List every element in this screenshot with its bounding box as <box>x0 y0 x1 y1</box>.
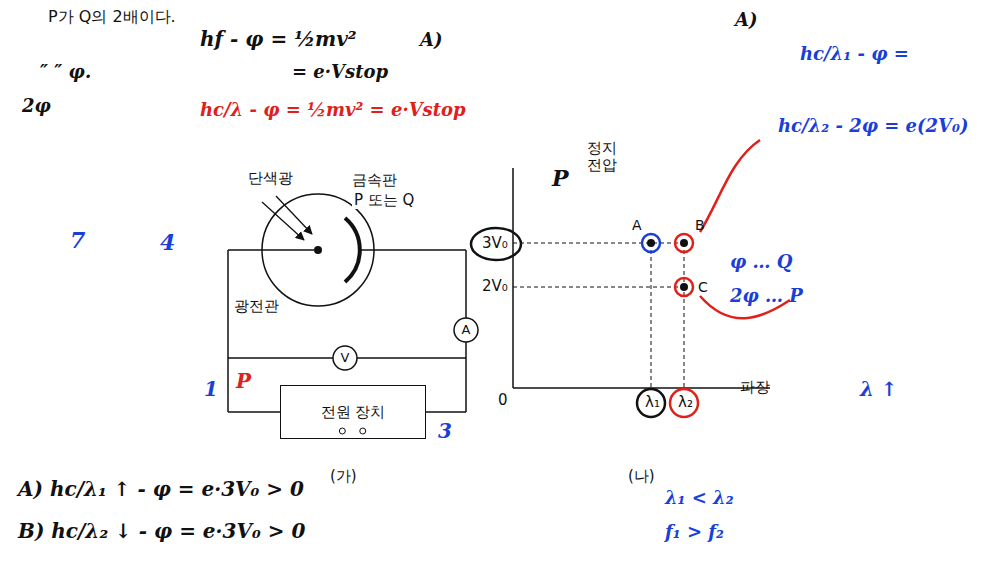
handwritten-note: hc/λ₁ - φ = <box>800 44 909 65</box>
part-label: P 또는 Q <box>352 192 416 209</box>
handwritten-note: ″ ″ φ. <box>40 62 91 83</box>
handwritten-note: 7 <box>70 228 85 253</box>
phototube <box>262 194 374 306</box>
tick-label: 3V₀ <box>482 235 508 252</box>
figure-label: (가) <box>330 468 357 485</box>
figure-label: (나) <box>628 468 655 485</box>
electrode <box>314 246 322 254</box>
part-label: 단색광 <box>248 170 293 187</box>
guide-line <box>513 243 684 388</box>
handwritten-note: = e·Vstop <box>292 62 388 83</box>
handwritten-note: hf - φ = ½mv² <box>200 28 357 51</box>
handwritten-circle <box>471 228 698 417</box>
handwritten-note: A) <box>420 30 442 51</box>
problem-text: P가 Q의 2배이다. <box>48 8 176 26</box>
handwritten-note: A) hc/λ₁ ↑ - φ = e·3V₀ > 0 <box>18 478 304 501</box>
handwritten-note: λ ↑ <box>860 378 898 401</box>
handwritten-note: hc/λ - φ = ½mv² = e·Vstop <box>200 100 466 121</box>
tick-label: 2V₀ <box>482 278 508 295</box>
power-supply-box: 전원 장치 <box>280 385 426 439</box>
handwritten-note: A) <box>735 10 757 31</box>
axis-title: 파장 <box>740 379 770 396</box>
point-label: B <box>695 217 705 233</box>
point-label: C <box>698 279 708 295</box>
handwritten-note: λ₁ < λ₂ <box>665 488 734 509</box>
graph-axis <box>513 168 770 388</box>
tick-label: λ₁ <box>645 394 660 411</box>
handwritten-note: hc/λ₂ - 2φ = e(2V₀) <box>778 116 968 137</box>
part-label: 금속판 <box>352 172 397 189</box>
part-label: 광전관 <box>234 298 279 315</box>
meter-letter: V <box>341 351 350 365</box>
handwritten-note: 2φ … P <box>730 286 803 307</box>
data-point <box>647 239 688 291</box>
light-ray <box>262 202 304 240</box>
handwritten-note: B) hc/λ₂ ↓ - φ = e·3V₀ > 0 <box>18 520 305 543</box>
handwritten-note: 3 <box>438 420 452 443</box>
handwritten-note: f₁ > f₂ <box>665 522 724 543</box>
ammeter-symbol: A <box>453 317 479 343</box>
handwritten-note: φ … Q <box>730 252 793 273</box>
handwritten-note: 1 <box>204 378 218 401</box>
electrode-wire <box>262 249 314 251</box>
handwritten-note: 4 <box>160 230 175 255</box>
voltmeter-symbol: V <box>332 345 358 371</box>
tick-label: λ₂ <box>678 394 693 411</box>
tick-label: 0 <box>498 392 508 409</box>
light-ray <box>276 196 312 234</box>
point-label: A <box>632 217 642 233</box>
metal-plate <box>345 218 360 282</box>
handwritten-note: P <box>552 166 569 191</box>
axis-title: 정지 전압 <box>585 140 620 175</box>
handwritten-note: 2φ <box>22 96 51 117</box>
meter-letter: A <box>462 323 471 337</box>
handwritten-note: P <box>236 370 251 393</box>
box-text: 전원 장치 <box>321 404 386 421</box>
